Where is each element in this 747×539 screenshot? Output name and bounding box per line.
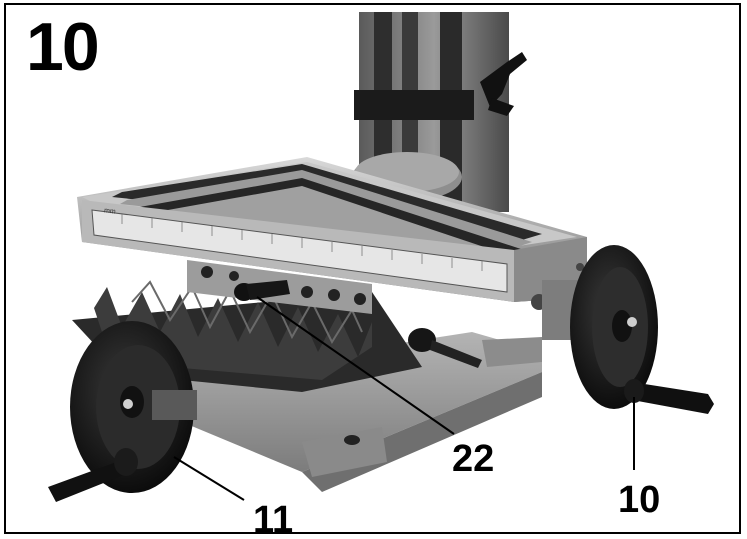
callout-11: 11	[253, 499, 294, 534]
scale-unit-label: mm	[103, 207, 117, 216]
table-lock-lever	[234, 280, 290, 301]
figure-frame: 10 22 10 11 mm	[4, 3, 741, 534]
callout-10: 10	[618, 479, 661, 521]
work-table	[77, 157, 587, 310]
figure-number: 10	[26, 9, 100, 85]
rear-lock-lever	[408, 328, 482, 368]
milling-table-photo	[48, 12, 714, 502]
callout-22: 22	[452, 438, 495, 480]
callout-leader-lines	[173, 296, 635, 501]
cross-handwheel	[48, 321, 197, 502]
longitudinal-handwheel	[542, 245, 714, 414]
table-scale-strip	[91, 209, 508, 293]
